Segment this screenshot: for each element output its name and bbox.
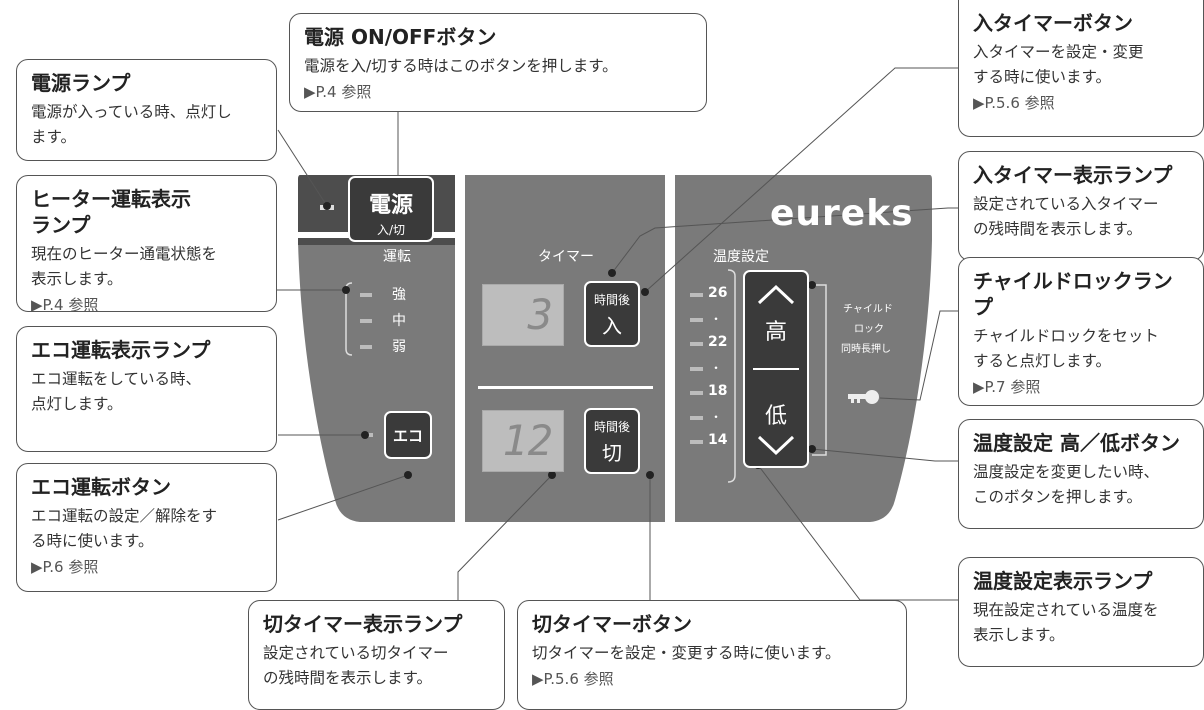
off-timer-button[interactable]: 時間後 切	[584, 408, 640, 474]
anchor-dot	[808, 281, 816, 289]
callout-temp-button: 温度設定 高／低ボタン 温度設定を変更したい時、 このボタンを押します。	[958, 419, 1204, 529]
temp-label: 温度設定	[713, 249, 769, 265]
on-timer-button[interactable]: 時間後 入	[584, 281, 640, 347]
callout-title: エコ運転表示ランプ	[31, 338, 211, 362]
callout-title: チャイルドロックランプ	[973, 269, 1173, 319]
temp-scale-14: 14	[708, 432, 728, 448]
callout-heater-lamp: ヒーター運転表示 ランプ 現在のヒーター通電状態を 表示します。 ▶P.4 参照	[16, 175, 277, 314]
callout-desc: 電源が入っている時、点灯し ます。	[31, 103, 232, 146]
callout-desc: 入タイマーを設定・変更 する時に使います。	[973, 43, 1144, 86]
callout-desc: 現在設定されている温度を 表示します。	[973, 601, 1159, 644]
temp-high-label: 高	[764, 320, 787, 345]
chevron-up-icon	[757, 284, 795, 305]
anchor-dot	[404, 471, 412, 479]
callout-desc: エコ運転の設定／解除をす る時に使います。	[31, 507, 218, 550]
child-lock-label-3: 同時長押し	[841, 344, 891, 355]
temp-scale-18: 18	[708, 383, 728, 399]
on-timer-display: 3	[482, 284, 564, 346]
callout-desc: 温度設定を変更したい時、 このボタンを押します。	[973, 463, 1160, 506]
callout-title: 電源 ON/OFFボタン	[304, 25, 497, 49]
callout-on-timer-button: 入タイマーボタン 入タイマーを設定・変更 する時に使います。 ▶P.5.6 参照	[958, 0, 1204, 137]
callout-title: 電源ランプ	[31, 71, 131, 95]
off-timer-display: 12	[482, 410, 564, 472]
temp-lamps	[690, 293, 703, 444]
callout-ref: ▶P.4 参照	[304, 83, 372, 101]
callout-ref: ▶P.7 参照	[973, 378, 1041, 396]
chevron-down-icon	[757, 435, 795, 456]
temp-low-label: 低	[764, 404, 787, 429]
callout-ref: ▶P.4 参照	[31, 296, 99, 314]
leader-lines	[268, 67, 958, 601]
anchor-dot	[608, 269, 616, 277]
heater-lamp-medium	[360, 319, 372, 323]
callout-title: 温度設定 高／低ボタン	[973, 431, 1180, 455]
callout-title: 入タイマー表示ランプ	[973, 163, 1173, 187]
callout-desc: エコ運転をしている時、 点灯します。	[31, 370, 202, 413]
on-timer-button-main: 入	[602, 314, 622, 338]
anchor-dot	[548, 471, 556, 479]
callout-power-button: 電源 ON/OFFボタン 電源を入/切する時はこのボタンを押します。 ▶P.4 …	[289, 13, 707, 112]
callout-desc: 設定されている入タイマー の残時間を表示します。	[973, 195, 1159, 238]
temp-up-down-button[interactable]: 高 低	[743, 270, 809, 468]
callout-eco-lamp: エコ運転表示ランプ エコ運転をしている時、 点灯します。	[16, 326, 277, 452]
temp-scale-dot: ・	[710, 312, 723, 326]
callout-power-lamp: 電源ランプ 電源が入っている時、点灯し ます。	[16, 59, 277, 161]
heater-lamp-strong	[360, 293, 372, 297]
off-timer-button-main: 切	[602, 441, 622, 465]
callout-desc: 設定されている切タイマー の残時間を表示します。	[263, 644, 449, 687]
key-icon	[848, 390, 879, 404]
callout-title: 切タイマー表示ランプ	[263, 612, 463, 636]
callout-desc: 現在のヒーター通電状態を 表示します。	[31, 245, 218, 288]
callout-desc: 切タイマーを設定・変更する時に使います。	[532, 644, 841, 662]
power-button[interactable]: 電源 入/切	[348, 176, 434, 242]
anchor-dot	[646, 471, 654, 479]
callout-on-timer-lamp: 入タイマー表示ランプ 設定されている入タイマー の残時間を表示します。	[958, 151, 1204, 261]
child-lock-label-2: ロック	[854, 324, 884, 335]
callout-title: エコ運転ボタン	[31, 475, 171, 499]
callout-ref: ▶P.5.6 参照	[973, 94, 1055, 112]
timer-label: タイマー	[538, 249, 594, 265]
child-lock-label-1: チャイルド	[843, 304, 893, 315]
callout-title: 入タイマーボタン	[973, 11, 1133, 35]
callout-off-timer-button: 切タイマーボタン 切タイマーを設定・変更する時に使います。 ▶P.5.6 参照	[517, 600, 907, 710]
brand-logo: eureks	[770, 193, 914, 234]
heater-level-weak: 弱	[392, 339, 406, 355]
callout-off-timer-lamp: 切タイマー表示ランプ 設定されている切タイマー の残時間を表示します。	[248, 600, 505, 710]
off-timer-button-top: 時間後	[593, 420, 630, 434]
on-timer-button-top: 時間後	[593, 293, 630, 307]
temp-scale-dot: ・	[710, 410, 723, 424]
callout-title: 切タイマーボタン	[532, 612, 692, 636]
anchor-dot	[641, 288, 649, 296]
callout-temp-lamp: 温度設定表示ランプ 現在設定されている温度を 表示します。	[958, 557, 1204, 667]
anchor-dot	[323, 202, 331, 210]
callout-child-lock: チャイルドロックランプ チャイルドロックをセット すると点灯します。 ▶P.7 …	[958, 257, 1204, 406]
eco-button-label: エコ	[392, 427, 423, 445]
temp-scale-dot: ・	[710, 361, 723, 375]
operation-label: 運転	[383, 249, 411, 265]
eco-button[interactable]: エコ	[384, 411, 432, 459]
power-button-label: 電源	[368, 193, 413, 218]
power-button-sub: 入/切	[376, 223, 406, 237]
anchor-dot	[342, 286, 350, 294]
temp-scale-22: 22	[708, 334, 728, 350]
heater-level-medium: 中	[392, 313, 406, 329]
callout-title: 温度設定表示ランプ	[973, 569, 1153, 593]
callout-title: ヒーター運転表示 ランプ	[31, 187, 191, 237]
callout-eco-button: エコ運転ボタン エコ運転の設定／解除をす る時に使います。 ▶P.6 参照	[16, 463, 277, 592]
callout-ref: ▶P.5.6 参照	[532, 670, 614, 688]
temp-scale-26: 26	[708, 285, 728, 301]
callout-desc: チャイルドロックをセット すると点灯します。	[973, 327, 1159, 370]
temp-button-divider	[753, 368, 799, 370]
anchor-dot	[808, 445, 816, 453]
heater-level-strong: 強	[392, 287, 406, 303]
heater-lamp-weak	[360, 345, 372, 349]
anchor-dot	[361, 431, 369, 439]
callout-ref: ▶P.6 参照	[31, 558, 99, 576]
callout-desc: 電源を入/切する時はこのボタンを押します。	[304, 57, 618, 75]
